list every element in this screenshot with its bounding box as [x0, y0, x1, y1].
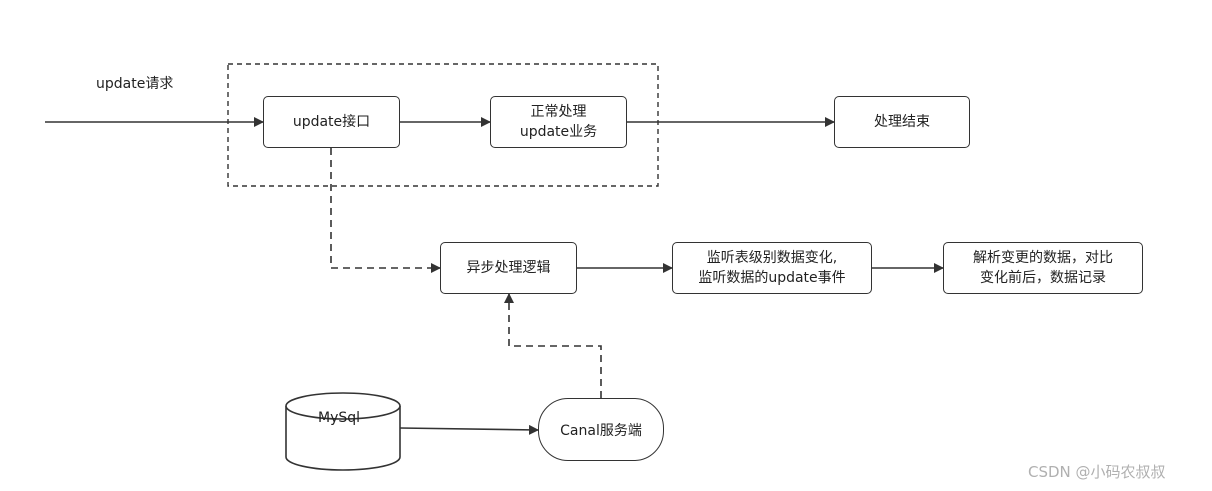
update-interface-node[interactable]: update接口 — [263, 96, 400, 148]
normal-process-label-line2: update业务 — [519, 124, 598, 140]
listen-changes-label-line1: 监听表级别数据变化, — [706, 250, 838, 266]
dashed-arrow-api-to-async — [330, 148, 441, 273]
arrow-mysql-to-canal — [399, 424, 539, 435]
dashed-group-boundary — [227, 63, 659, 187]
canal-server-label: Canal服务端 — [560, 422, 642, 439]
parse-record-label-line1: 解析变更的数据，对比 — [973, 250, 1113, 266]
mysql-label: MySql — [318, 410, 361, 426]
dashed-arrow-canal-to-async — [504, 293, 602, 398]
update-interface-label: update接口 — [292, 114, 371, 130]
parse-record-node[interactable]: 解析变更的数据，对比 变化前后，数据记录 — [943, 242, 1143, 294]
async-logic-node[interactable]: 异步处理逻辑 — [440, 242, 577, 294]
listen-changes-node[interactable]: 监听表级别数据变化, 监听数据的update事件 — [672, 242, 872, 294]
normal-process-label-line1: 正常处理 — [530, 104, 587, 120]
mysql-database-cylinder — [285, 392, 401, 471]
normal-process-node[interactable]: 正常处理 update业务 — [490, 96, 627, 148]
canal-server-node[interactable]: Canal服务端 — [538, 398, 664, 461]
async-logic-label: 异步处理逻辑 — [466, 260, 551, 276]
parse-record-label-line2: 变化前后，数据记录 — [980, 270, 1106, 286]
process-end-label: 处理结束 — [874, 114, 930, 130]
process-end-node[interactable]: 处理结束 — [834, 96, 970, 148]
listen-changes-label-line2: 监听数据的update事件 — [698, 270, 846, 286]
update-request-label: update请求 — [96, 76, 174, 92]
csdn-watermark: CSDN @小码农叔叔 — [1028, 463, 1166, 481]
